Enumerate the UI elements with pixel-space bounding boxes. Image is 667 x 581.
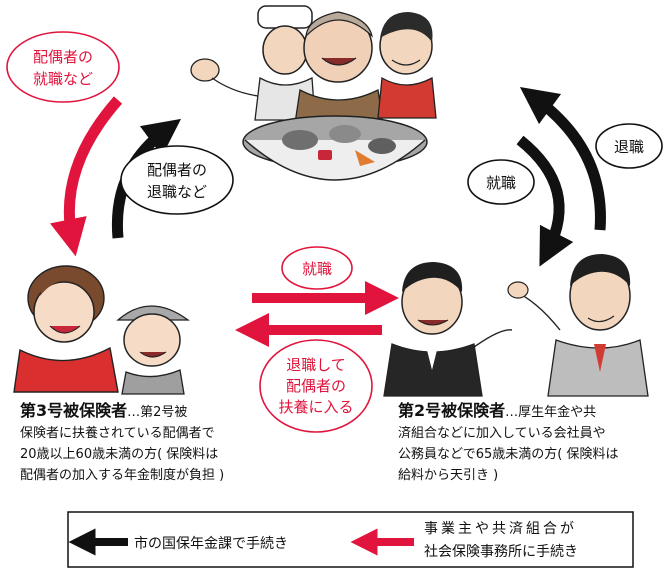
label-spouse-employment: 配偶者の 就職など xyxy=(6,31,120,103)
arrow-spouse-employment-red xyxy=(50,96,123,257)
second-insured-title: 第2号被保険者 xyxy=(398,401,506,420)
second-insured-line1: 第2号被保険者…厚生年金や共 xyxy=(398,400,664,423)
label-retirement-text: 退職 xyxy=(614,138,644,156)
label-spouse-retirement: 配偶者の 退職など xyxy=(120,145,234,215)
label-employment-right-text: 就職 xyxy=(486,174,516,192)
label-retire-dependent: 退職して 配偶者の 扶養に入る xyxy=(259,339,373,433)
second-insured-line4: 給料から天引き ) xyxy=(398,468,499,483)
label-employment-center: 就職 xyxy=(281,246,353,290)
third-insured-illustration xyxy=(13,265,190,395)
arrow-employment-black xyxy=(516,135,574,267)
third-insured-line3: 20歳以上60歳未満の方( 保険料は xyxy=(20,447,219,462)
label-spouse-retirement-line2: 退職など xyxy=(147,183,207,201)
arrow-retirement-black xyxy=(519,86,606,231)
third-insured-line1: 第3号被保険者…第2号被 xyxy=(20,400,270,423)
label-retire-dependent-line2: 配偶者の xyxy=(286,377,346,395)
label-spouse-employment-line1: 配偶者の xyxy=(33,48,93,66)
third-insured-line1-text: …第2号被 xyxy=(127,405,188,420)
second-insured-description: 第2号被保険者…厚生年金や共 済組合などに加入している会社員や 公務員などで65… xyxy=(398,400,664,486)
label-retirement: 退職 xyxy=(595,123,663,169)
second-insured-line3: 公務員などで65歳未満の方( 保険料は xyxy=(398,447,619,462)
family-illustration xyxy=(190,5,437,181)
third-insured-line4: 配偶者の加入する年金制度が負担 ) xyxy=(20,468,225,483)
label-retire-dependent-line3: 扶養に入る xyxy=(278,398,353,416)
legend-red-text-line1: 事業主や共済組合が xyxy=(424,521,577,537)
label-spouse-employment-line2: 就職など xyxy=(33,70,93,88)
legend-box: 市の国保年金課で手続き 事業主や共済組合が 社会保険事務所に手続き xyxy=(67,511,634,568)
third-insured-title: 第3号被保険者 xyxy=(20,401,128,420)
label-spouse-retirement-line1: 配偶者の xyxy=(147,161,207,179)
legend-black-text: 市の国保年金課で手続き xyxy=(134,535,288,552)
label-employment-center-text: 就職 xyxy=(302,260,332,278)
second-insured-line2: 済組合などに加入している会社員や xyxy=(398,426,606,441)
third-insured-description: 第3号被保険者…第2号被 保険者に扶養されている配偶者で 20歳以上60歳未満の… xyxy=(20,400,270,486)
second-insured-illustration xyxy=(383,254,649,397)
third-insured-line2: 保険者に扶養されている配偶者で xyxy=(20,426,215,441)
label-employment-right: 就職 xyxy=(467,159,535,205)
second-insured-line1-text: …厚生年金や共 xyxy=(505,405,597,420)
label-retire-dependent-line1: 退職して xyxy=(286,356,346,374)
legend-red-text-line2: 社会保険事務所に手続き xyxy=(424,543,578,560)
